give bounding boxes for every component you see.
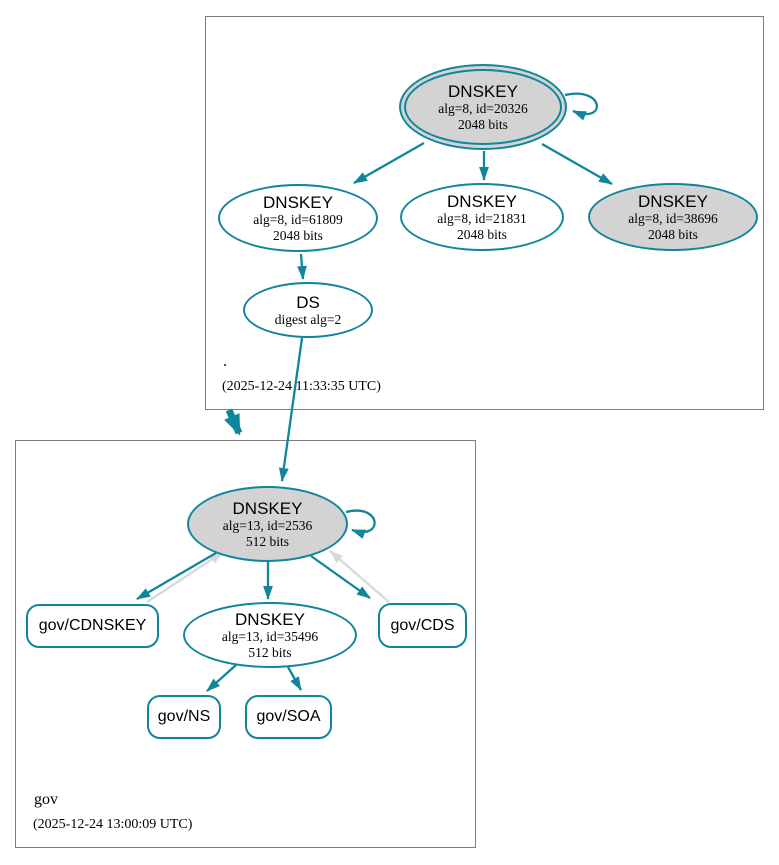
zone-name-gov: gov bbox=[34, 791, 58, 808]
node-alg-id: alg=8, id=61809 bbox=[253, 212, 343, 227]
node-title: DS bbox=[296, 292, 320, 312]
node-alg-id: alg=13, id=2536 bbox=[222, 518, 313, 533]
zone-timestamp-gov: (2025-12-24 13:00:09 UTC) bbox=[33, 817, 193, 832]
edge-ksk2536-selfloop bbox=[345, 509, 376, 539]
rrset-gov-cdnskey: gov/CDNSKEY bbox=[26, 604, 159, 648]
node-bits: 512 bits bbox=[245, 533, 290, 549]
zone-timestamp-root: (2025-12-24 11:33:35 UTC) bbox=[222, 379, 381, 394]
dnskey-20326-inner-ring bbox=[404, 69, 562, 145]
edge-ksk20326-to-zsk61809 bbox=[353, 142, 425, 184]
node-title: DNSKEY bbox=[232, 498, 303, 518]
edge-zsk35496-to-ns bbox=[206, 664, 237, 692]
dnskey-node-35496: DNSKEY alg=13, id=35496 512 bits bbox=[183, 602, 357, 668]
edge-ksk20326-to-zsk38696 bbox=[541, 143, 613, 185]
rrset-gov-cds: gov/CDS bbox=[378, 603, 467, 648]
node-alg-id: alg=13, id=35496 bbox=[221, 629, 319, 644]
rrset-gov-soa: gov/SOA bbox=[245, 695, 332, 739]
zone-name-root: . bbox=[223, 353, 227, 370]
node-alg-id: alg=8, id=38696 bbox=[628, 211, 718, 226]
edge-zsk61809-to-ds bbox=[297, 253, 307, 280]
edge-ds-to-gov-ksk2536 bbox=[278, 337, 304, 482]
dnskey-node-2536-ksk: DNSKEY alg=13, id=2536 512 bits bbox=[187, 486, 348, 562]
node-bits: 2048 bits bbox=[457, 226, 507, 242]
edge-cds-to-ksk2536-gray bbox=[329, 550, 390, 603]
edge-delegation-root-to-gov bbox=[224, 408, 243, 436]
node-bits: 2048 bits bbox=[273, 227, 323, 243]
edge-cdnskey-to-ksk2536-gray bbox=[146, 551, 224, 603]
node-bits: 512 bits bbox=[248, 644, 292, 660]
edge-ksk2536-to-cdnskey bbox=[136, 552, 217, 600]
node-title: DNSKEY bbox=[448, 81, 518, 101]
dnskey-node-61809: DNSKEY alg=8, id=61809 2048 bits bbox=[218, 184, 378, 252]
edge-ksk20326-selfloop bbox=[564, 92, 598, 121]
rrset-label: gov/NS bbox=[157, 708, 211, 725]
rrset-label: gov/CDNSKEY bbox=[38, 617, 147, 634]
edge-ksk2536-to-cds bbox=[310, 555, 371, 599]
node-title: DNSKEY bbox=[235, 609, 305, 629]
node-bits: 2048 bits bbox=[458, 116, 508, 132]
node-alg-id: alg=8, id=21831 bbox=[437, 211, 527, 226]
dnskey-node-38696: DNSKEY alg=8, id=38696 2048 bits bbox=[588, 183, 758, 251]
rrset-label: gov/CDS bbox=[390, 616, 455, 634]
rrset-gov-ns: gov/NS bbox=[147, 695, 221, 739]
node-digest-alg: digest alg=2 bbox=[274, 311, 342, 327]
edge-zsk35496-to-soa bbox=[286, 666, 303, 691]
dnskey-node-20326-ksk: DNSKEY alg=8, id=20326 2048 bits bbox=[399, 64, 567, 150]
node-title: DNSKEY bbox=[263, 192, 333, 212]
ds-node: DS digest alg=2 bbox=[243, 282, 373, 338]
dnskey-node-21831: DNSKEY alg=8, id=21831 2048 bits bbox=[400, 183, 564, 251]
node-bits: 2048 bits bbox=[648, 226, 698, 242]
node-title: DNSKEY bbox=[447, 191, 517, 211]
node-alg-id: alg=8, id=20326 bbox=[438, 101, 528, 116]
rrset-label: gov/SOA bbox=[256, 708, 321, 725]
node-title: DNSKEY bbox=[638, 191, 708, 211]
